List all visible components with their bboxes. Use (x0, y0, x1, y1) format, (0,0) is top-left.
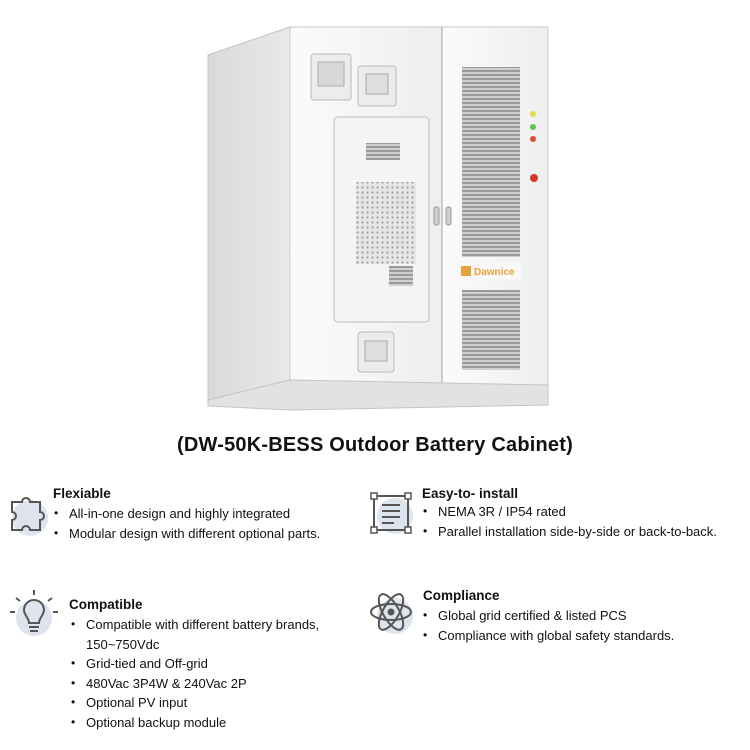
checklist-frame-icon (370, 492, 413, 534)
feature-title: Easy-to- install (422, 486, 519, 501)
feature-compliance: Compliance Global grid certified & liste… (365, 584, 750, 654)
list-item: Compatible with different battery brands… (70, 615, 319, 635)
list-item-continuation: 150~750Vdc (86, 636, 160, 652)
list-item: Global grid certified & listed PCS (422, 606, 674, 626)
battery-cabinet-image: Dawnice (207, 26, 549, 411)
brand-label: Dawnice (474, 267, 515, 278)
page-title: (DW-50K-BESS Outdoor Battery Cabinet) (177, 434, 573, 456)
feature-flexiable: Flexiable All-in-one design and highly i… (0, 482, 360, 552)
atom-icon (370, 593, 413, 634)
list-item: Optional PV input (70, 693, 319, 713)
list-item: Optional backup module (70, 713, 319, 733)
feature-title: Flexiable (53, 486, 111, 501)
list-item: All-in-one design and highly integrated (53, 504, 320, 524)
list-item: Parallel installation side-by-side or ba… (422, 522, 717, 542)
list-item: Modular design with different optional p… (53, 524, 320, 544)
feature-title: Compliance (423, 588, 500, 603)
list-item: Grid-tied and Off-grid (70, 654, 319, 674)
feature-compatible: Compatible Compatible with different bat… (0, 584, 360, 744)
feature-easy-install: Easy-to- install NEMA 3R / IP54 rated Pa… (365, 482, 750, 552)
puzzle-icon (11, 497, 48, 536)
list-item: Compliance with global safety standards. (422, 626, 674, 646)
lightbulb-icon (10, 590, 58, 636)
list-item: NEMA 3R / IP54 rated (422, 502, 717, 522)
feature-title: Compatible (69, 597, 143, 612)
list-item: 480Vac 3P4W & 240Vac 2P (70, 674, 319, 694)
